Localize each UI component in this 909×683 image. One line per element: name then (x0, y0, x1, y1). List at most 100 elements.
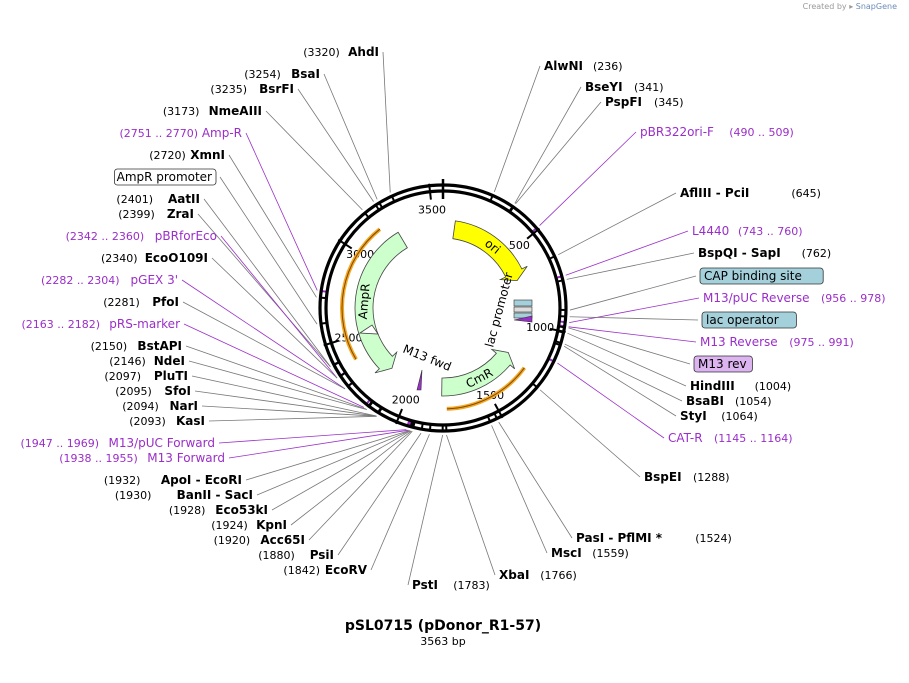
site-label: L4440(743 .. 760) (692, 224, 803, 238)
site-label: pBR322ori-F(490 .. 509) (640, 125, 794, 139)
site-label: EcoRV(1842) (283, 563, 367, 577)
site-label: PasI - PflMI *(1524) (576, 531, 732, 545)
site-position: (1783) (453, 579, 490, 592)
site-label: KpnI(1924) (211, 518, 287, 532)
site-label: XbaI(1766) (499, 568, 577, 582)
site-position: (2095) (115, 385, 152, 398)
site-name: BsrFI (259, 82, 294, 96)
leader-line (493, 65, 541, 192)
plasmid-title: pSL0715 (pDonor_R1-57) (345, 618, 541, 634)
site-label: AflIII - PciI(645) (680, 186, 821, 200)
ring-tick-label: 2000 (392, 394, 420, 407)
site-name: KasI (176, 414, 205, 428)
site-name: PluTI (154, 369, 188, 383)
site-position: (345) (654, 96, 684, 109)
site-label: BseYI(341) (585, 80, 664, 94)
ring-tick (428, 183, 432, 200)
site-position: (743 .. 760) (738, 225, 803, 238)
site-name: XmnI (190, 148, 225, 162)
leader-line (265, 110, 363, 211)
site-label: SfoI(2095) (115, 384, 191, 398)
site-position: (2340) (101, 252, 138, 265)
site-label: BsaI(3254) (244, 67, 320, 81)
site-label: pRS-marker(2163 .. 2182) (21, 317, 180, 331)
site-name: Amp-R (202, 126, 242, 140)
site-name: NdeI (154, 354, 185, 368)
leader-line (407, 434, 444, 586)
site-position: (1842) (283, 564, 320, 577)
feature-arrow-ori (452, 220, 528, 282)
site-position: (2281) (103, 296, 140, 309)
feature-box-label: AmpR promoter (117, 170, 212, 184)
site-label: BspEI (1288) (644, 470, 730, 484)
leader-line (256, 430, 411, 496)
site-name: AhdI (348, 45, 379, 59)
leader-line (197, 213, 331, 368)
site-position: (1880) (258, 549, 295, 562)
site-position: (1288) (693, 471, 730, 484)
site-position: (2163 .. 2182) (21, 318, 100, 331)
leader-line (188, 360, 367, 411)
site-label: ApoI - EcoRI(1932) (104, 473, 242, 487)
site-position: (341) (634, 81, 664, 94)
leader-line (182, 301, 346, 390)
feature-label: AmpR (356, 283, 373, 320)
ring-tick (323, 339, 340, 347)
ring-tick-label: 1000 (526, 321, 554, 334)
site-label: M13 Reverse(975 .. 991) (700, 335, 854, 349)
site-name: BsaBI (686, 394, 724, 408)
site-label: pGEX 3'(2282 .. 2304) (41, 273, 178, 287)
leader-line (564, 343, 683, 402)
site-name: NarI (169, 399, 198, 413)
site-position: (1004) (755, 380, 792, 393)
leader-line (569, 297, 700, 323)
leader-line (211, 257, 338, 379)
leader-line (565, 230, 689, 276)
site-label: PsiI(1880) (258, 548, 334, 562)
leader-line (491, 425, 548, 554)
leader-line (558, 192, 677, 256)
leader-line (539, 389, 641, 478)
ring-tick-label: 500 (509, 239, 530, 252)
site-name: KpnI (256, 518, 287, 532)
site-position: (956 .. 978) (821, 292, 886, 305)
site-position: (236) (593, 60, 623, 73)
leader-line (220, 235, 338, 379)
ring-tick (549, 327, 566, 333)
credit-prefix: Created by (802, 2, 847, 11)
plasmid-size: 3563 bp (420, 635, 465, 648)
leader-line (515, 101, 602, 205)
site-label: ZraI(2399) (118, 207, 194, 221)
leader-line (245, 430, 410, 481)
site-name: pBR322ori-F (640, 125, 714, 139)
site-position: (2282 .. 2304) (41, 274, 120, 287)
site-position: (3235) (210, 83, 247, 96)
leader-line (218, 429, 407, 444)
site-name: MscI (551, 546, 582, 560)
site-label: NmeAIII(3173) (163, 104, 262, 118)
feature-box (699, 267, 824, 285)
site-label: HindIII(1004) (690, 379, 791, 393)
feature-arrow-cmr (441, 348, 516, 397)
site-position: (2399) (118, 208, 155, 221)
leader-line (323, 73, 378, 200)
site-label: NdeI(2146) (109, 354, 185, 368)
site-label: BsrFI (3235) (210, 82, 294, 96)
site-name: BanII - SacI (177, 488, 253, 502)
site-position: (3254) (244, 68, 281, 81)
site-position: (2097) (104, 370, 141, 383)
feature-arrow-ampr (354, 231, 408, 374)
site-label: MscI(1559) (551, 546, 629, 560)
ampr-promoter-arrow (358, 324, 379, 335)
site-label: CAP binding site (699, 267, 824, 285)
site-name: BstAPI (137, 339, 182, 353)
site-position: (1932) (104, 474, 141, 487)
site-name: BspEI (644, 470, 682, 484)
site-name: CAT-R (668, 431, 703, 445)
site-position: (1920) (214, 534, 251, 547)
leader-line (514, 86, 582, 204)
ring-tick (526, 227, 541, 240)
site-label: CAT-R(1145 .. 1164) (668, 431, 793, 445)
site-position: (1064) (721, 410, 758, 423)
